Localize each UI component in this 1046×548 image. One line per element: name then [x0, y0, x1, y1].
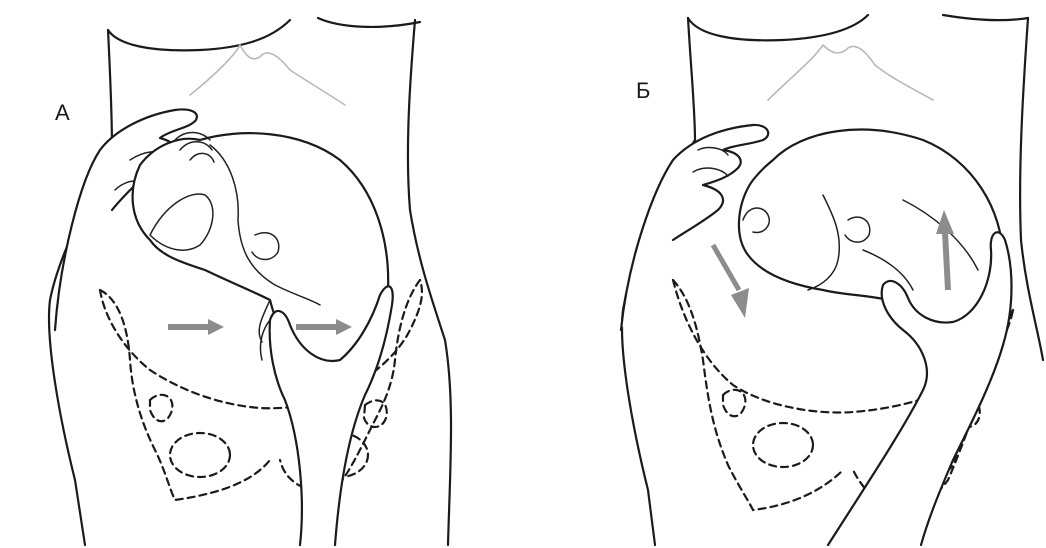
panel-b-illustration: [523, 0, 1046, 548]
panel-label-a: А: [55, 100, 70, 126]
panel-a: А: [0, 0, 523, 548]
panel-label-b: Б: [636, 78, 650, 104]
panel-b: Б: [523, 0, 1046, 548]
fetus-body: [739, 130, 1003, 341]
panel-a-illustration: [0, 0, 523, 548]
ribcage-line: [768, 45, 933, 100]
ribcage-line: [190, 45, 345, 105]
fetus-body: [133, 133, 389, 367]
